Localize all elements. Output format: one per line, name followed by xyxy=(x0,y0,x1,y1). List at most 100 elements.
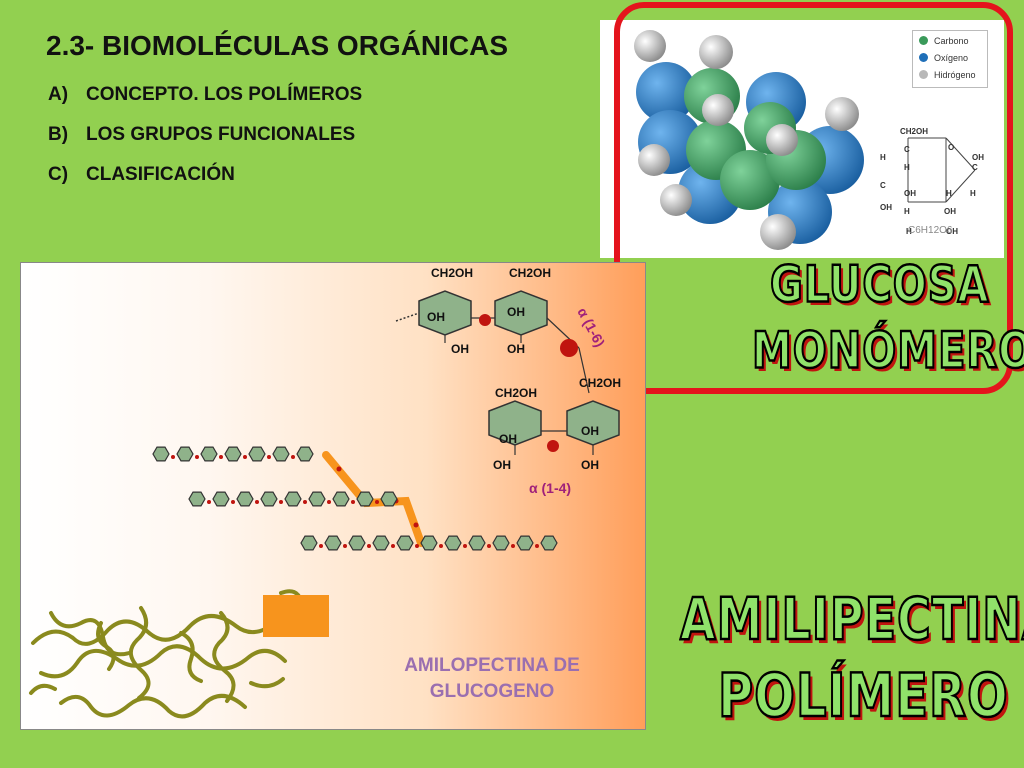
glycosidic-bond xyxy=(351,500,355,504)
glucose-model-panel: CH2OH C H H O OH C C OH OH H H H OH H OH… xyxy=(600,20,1004,258)
glucose-unit xyxy=(272,446,290,462)
legend-item: Carbono xyxy=(913,33,987,48)
glucose-unit xyxy=(332,491,350,507)
glucose-unit xyxy=(420,535,438,551)
topic-text: CONCEPTO. LOS POLÍMEROS xyxy=(86,84,363,105)
formula-h: H xyxy=(906,227,912,236)
atom-legend: Carbono Oxígeno Hidrógeno xyxy=(912,30,988,88)
legend-item: Hidrógeno xyxy=(913,67,987,82)
ring-oh: OH xyxy=(451,342,469,356)
glycosidic-bond xyxy=(195,455,199,459)
ring-ch2oh: CH2OH xyxy=(579,376,621,390)
glucose-ring-detail xyxy=(395,290,620,455)
glucose-3d-model-image: CH2OH C H H O OH C C OH OH H H H OH H OH… xyxy=(634,30,984,250)
glucose-unit xyxy=(444,535,462,551)
formula-oh: OH xyxy=(972,153,984,162)
glucose-unit xyxy=(212,491,230,507)
glucose-unit xyxy=(516,535,534,551)
glucose-unit xyxy=(200,446,218,462)
ring-oh: OH xyxy=(581,458,599,472)
topic-item: C)CLASIFICACIÓN xyxy=(48,160,362,200)
topic-marker: B) xyxy=(48,124,69,145)
glycosidic-bond xyxy=(231,500,235,504)
amilipectina-label: AMILIPECTINA xyxy=(679,584,1024,654)
glucose-unit xyxy=(396,535,414,551)
topic-item: B)LOS GRUPOS FUNCIONALES xyxy=(48,120,362,160)
highlight-frame xyxy=(614,2,1013,394)
ring-ch2oh: CH2OH xyxy=(509,266,551,280)
ring-oh: OH xyxy=(581,424,599,438)
glucose-unit xyxy=(348,535,366,551)
glycosidic-bond xyxy=(207,500,211,504)
glucose-unit xyxy=(188,491,206,507)
glycosidic-bond xyxy=(291,455,295,459)
glucose-unit xyxy=(380,491,398,507)
topic-item: A) CONCEPTO. LOS POLÍMEROS xyxy=(48,80,362,120)
topic-marker: C) xyxy=(48,164,69,185)
glucose-unit xyxy=(372,535,390,551)
legend-item: Oxígeno xyxy=(913,50,987,65)
ring-oh: OH xyxy=(499,432,517,446)
glucose-unit xyxy=(152,446,170,462)
glucose-unit xyxy=(296,446,314,462)
glucose-unit xyxy=(236,491,254,507)
ring-oh: OH xyxy=(507,342,525,356)
amylopectin-diagram: CH2OH CH2OH CH2OH CH2OH OH OH OH OH OH O… xyxy=(29,266,621,719)
glycosidic-bond xyxy=(243,455,247,459)
legend-label: Carbono xyxy=(934,35,969,46)
glucose-unit xyxy=(248,446,266,462)
glycosidic-bond xyxy=(463,544,467,548)
legend-label: Hidrógeno xyxy=(934,69,976,80)
formula-c: C xyxy=(972,163,978,172)
formula-h: H xyxy=(904,163,910,172)
formula-oh: OH xyxy=(944,207,956,216)
caption-line: GLUCOGENO xyxy=(429,681,555,702)
glycosidic-bond xyxy=(367,544,371,548)
glycosidic-bond xyxy=(279,500,283,504)
glycosidic-bond xyxy=(303,500,307,504)
glucose-chains xyxy=(152,446,558,551)
topic-list: A) CONCEPTO. LOS POLÍMEROS B)LOS GRUPOS F… xyxy=(48,80,362,200)
formula-c: C xyxy=(904,145,910,154)
glycosidic-bond xyxy=(439,544,443,548)
glucose-unit xyxy=(300,535,318,551)
ring-oh: OH xyxy=(427,310,445,324)
carbon-swatch xyxy=(919,36,928,45)
glycosidic-bond xyxy=(415,544,419,548)
ring-oh: OH xyxy=(507,305,525,319)
glycosidic-bond xyxy=(255,500,259,504)
alpha-1-4-label: α (1-4) xyxy=(529,480,571,496)
glucosa-label: GLUCOSA xyxy=(769,255,990,315)
formula-h: H xyxy=(904,207,910,216)
caption-line: AMILOPECTINA DE xyxy=(404,655,580,676)
molecular-formula: C6H12O6 xyxy=(908,225,953,236)
alpha-1-6-label: α (1-6) xyxy=(574,305,608,350)
glycosidic-bond xyxy=(511,544,515,548)
formula-c: C xyxy=(880,181,886,190)
glucose-unit xyxy=(224,446,242,462)
glycosidic-bond xyxy=(343,544,347,548)
branched-polymer-tangle xyxy=(29,589,329,719)
glycosidic-bond xyxy=(327,500,331,504)
glucose-unit xyxy=(260,491,278,507)
glycosidic-bond xyxy=(375,500,379,504)
glucose-unit xyxy=(324,535,342,551)
formula-h: H xyxy=(880,153,886,162)
glycosidic-bond xyxy=(219,455,223,459)
formula-oh: OH xyxy=(904,189,916,198)
slide-title: 2.3- BIOMOLÉCULAS ORGÁNICAS xyxy=(46,30,509,61)
ring-ch2oh: CH2OH xyxy=(431,266,473,280)
formula-h: H xyxy=(970,189,976,198)
glucose-unit xyxy=(468,535,486,551)
glycosidic-bond xyxy=(535,544,539,548)
diagram-caption: AMILOPECTINA DE GLUCOGENO xyxy=(397,653,587,705)
glycosidic-bond xyxy=(171,455,175,459)
glycosidic-bond xyxy=(391,544,395,548)
legend-label: Oxígeno xyxy=(934,52,969,63)
glucose-unit xyxy=(284,491,302,507)
glucose-unit xyxy=(356,491,374,507)
amylopectin-diagram-panel: CH2OH CH2OH CH2OH CH2OH OH OH OH OH OH O… xyxy=(20,262,646,730)
topic-marker: A) xyxy=(48,84,69,105)
formula-h: H xyxy=(946,189,952,198)
glucose-unit xyxy=(176,446,194,462)
